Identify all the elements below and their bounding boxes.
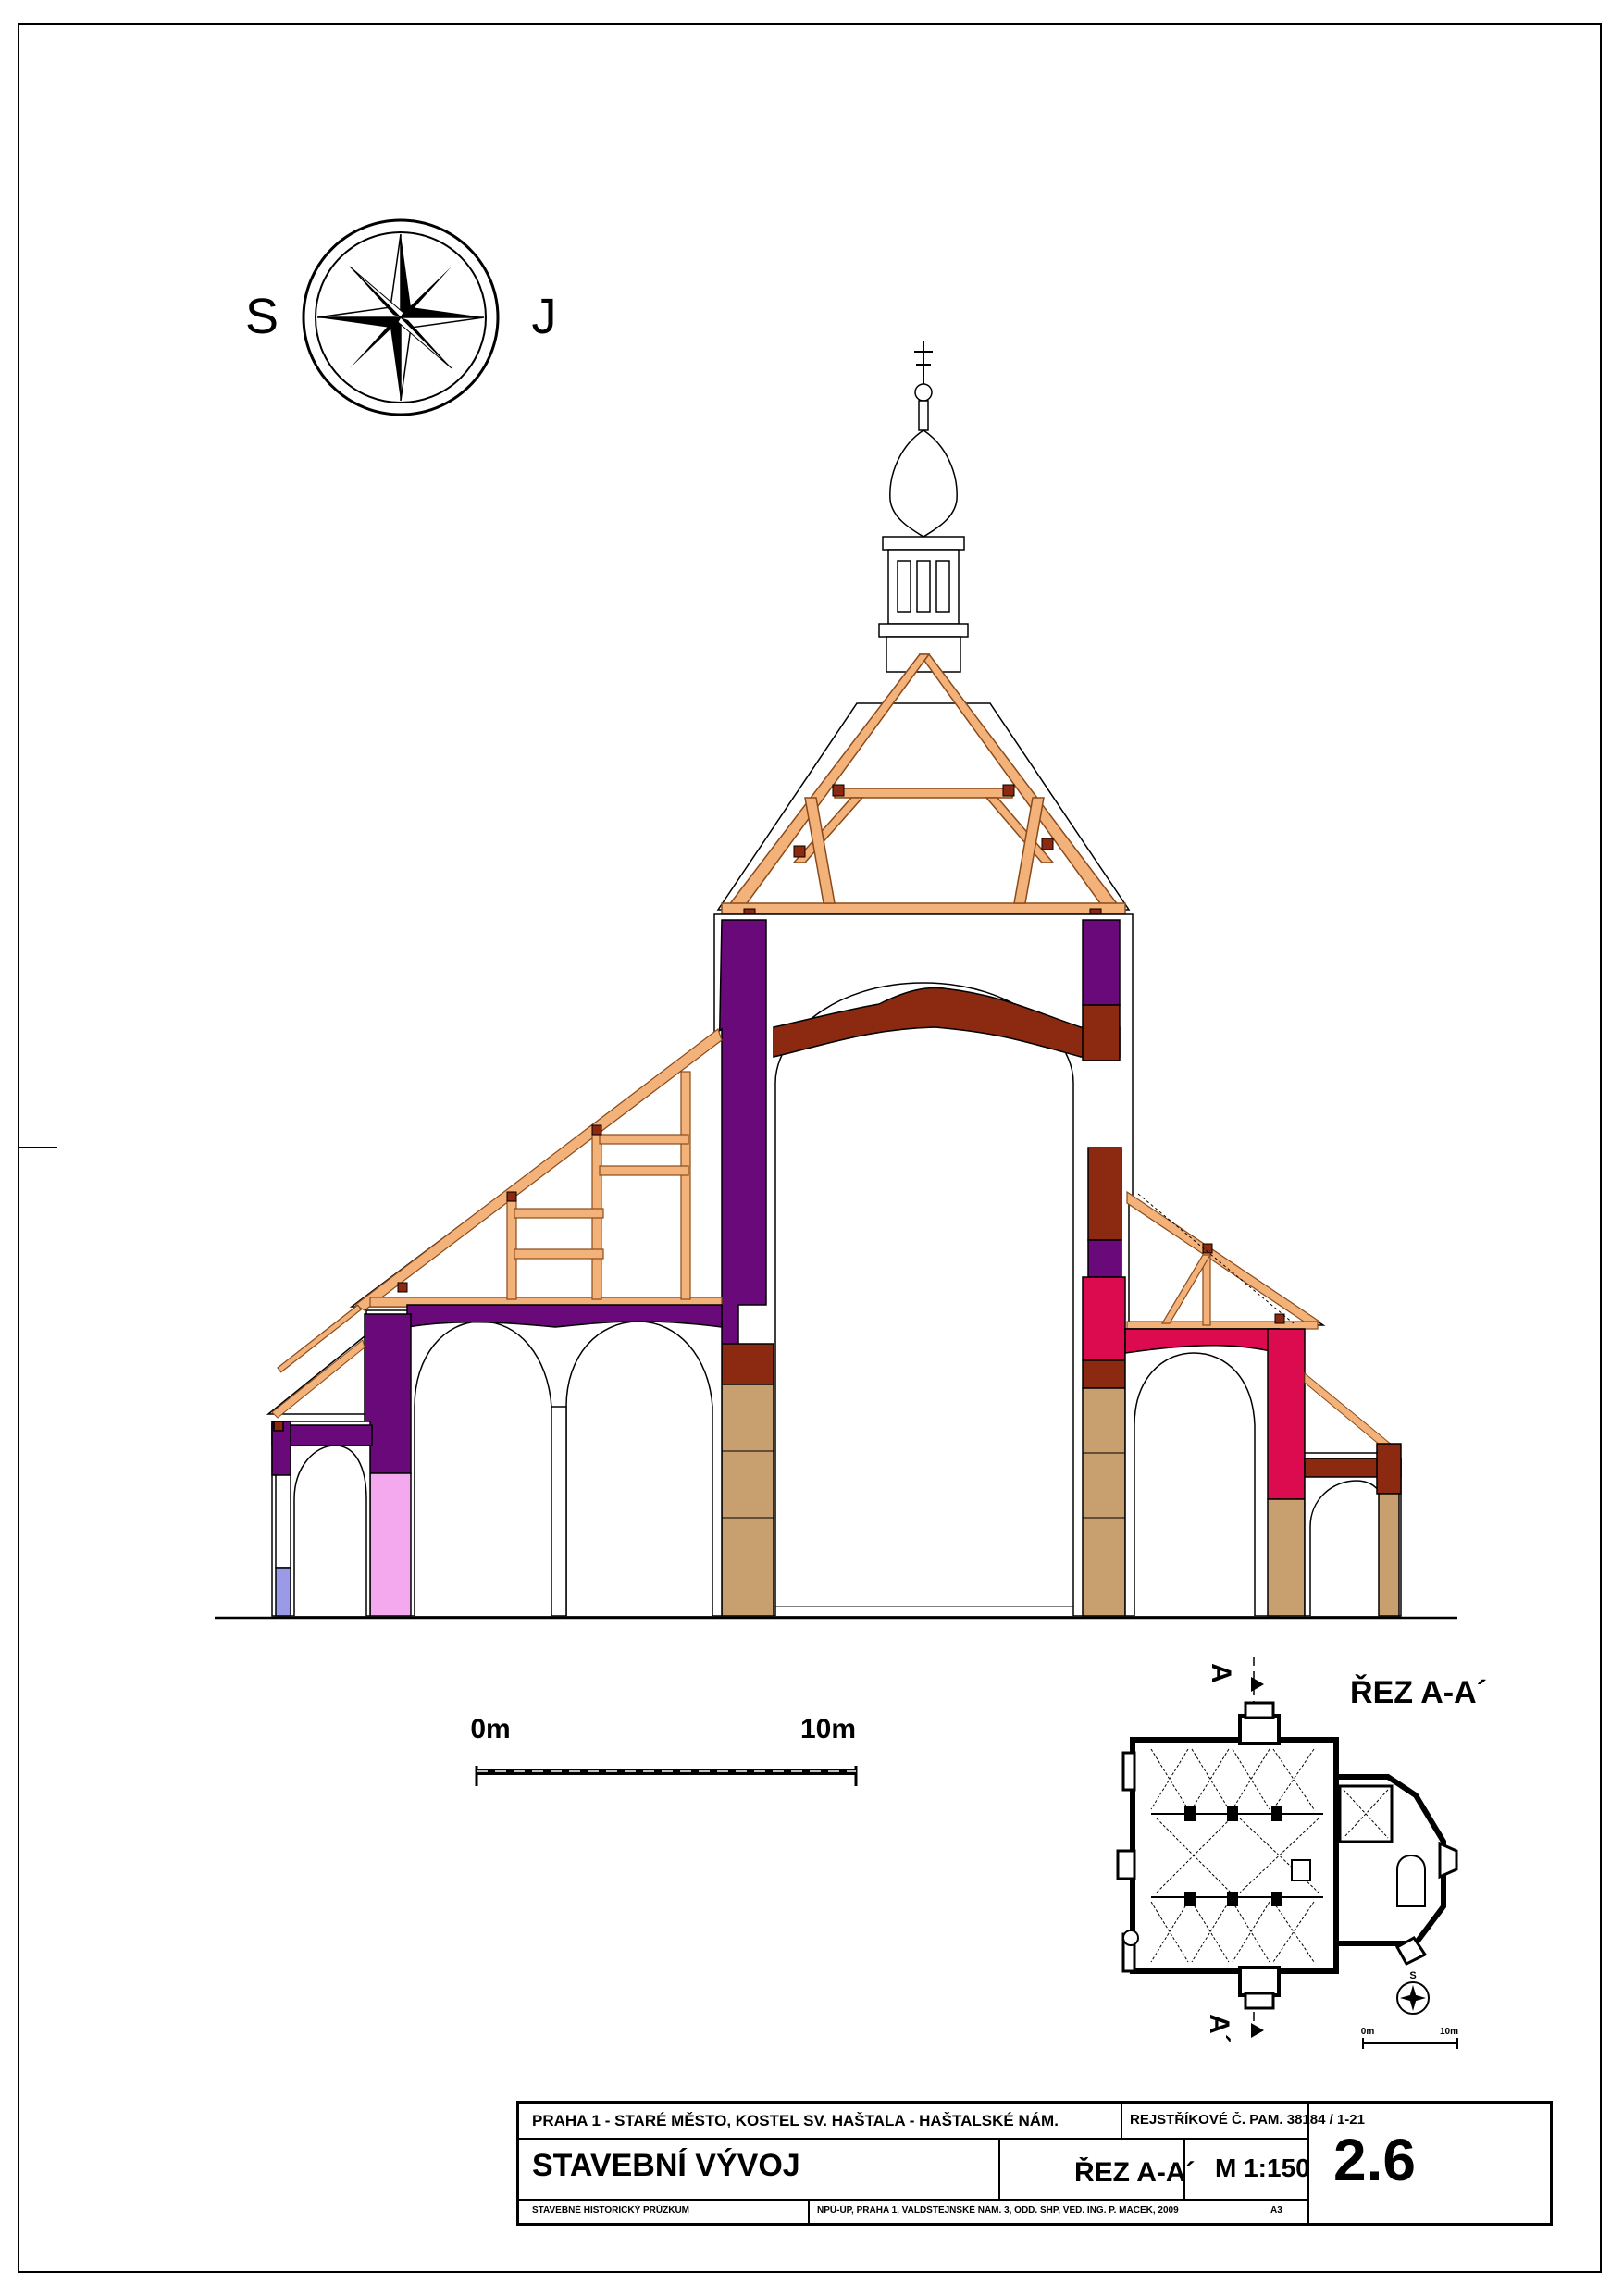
tb-author: NPÚ-ÚP, PRAHA 1, VALDŠTEJNSKÉ NÁM. 3, OD… (817, 2205, 1179, 2215)
tb-survey-type: STAVEBNĚ HISTORICKÝ PRŮZKUM (532, 2205, 690, 2215)
section-label: ŘEZ A-A´ (1350, 1675, 1487, 1710)
scale-end-label: 10m (800, 1714, 856, 1744)
nave-wall-right-top (1082, 919, 1121, 1006)
right-aisle-wall (1267, 1328, 1306, 1500)
main-roof-truss (721, 653, 1126, 915)
left-aisle-wall (364, 1313, 412, 1474)
tb-sheet-number: 2.6 (1333, 2127, 1416, 2193)
nave-arch (774, 982, 1074, 1616)
tb-drawing-title: STAVEBNÍ VÝVOJ (532, 2148, 800, 2183)
scale-start-label: 0m (470, 1714, 510, 1744)
compass-rose-icon (302, 218, 500, 416)
key-plan (1116, 1657, 1458, 2038)
key-plan-compass-icon (1396, 1981, 1430, 2015)
vault-beam (773, 987, 1121, 1058)
tb-section: ŘEZ A-A´ (1074, 2157, 1196, 2188)
plan-nave (1130, 1737, 1339, 1974)
key-plan-section-bottom: A´ (1204, 2014, 1234, 2043)
tb-paper-size: A3 (1270, 2205, 1282, 2215)
key-plan-scale-end: 10m (1440, 2027, 1458, 2037)
key-plan-section-top: A (1206, 1663, 1236, 1683)
compass-letter-right: J (532, 289, 557, 344)
key-plan-scale-start: 0m (1361, 2027, 1375, 2037)
key-plan-compass-letter: S (1409, 1970, 1416, 1981)
tb-rule-1 (519, 2138, 1307, 2140)
tb-registry: REJSTŘÍKOVÉ Č. PAM. 38184 / 1-21 (1130, 2112, 1365, 2128)
tb-rule-6 (1307, 2104, 1309, 2224)
tb-rule-4 (998, 2138, 1000, 2199)
nave-wall-left-base (721, 1384, 774, 1617)
tb-rule-2 (519, 2199, 1307, 2201)
tb-rule-5 (1183, 2138, 1185, 2199)
left-aisle-roof-truss (277, 1028, 723, 1373)
compass-letter-left: S (245, 289, 279, 344)
left-chapel-lilac (275, 1567, 291, 1617)
left-aisle-wall-pink (369, 1472, 412, 1617)
church-section-drawing (215, 341, 1457, 1620)
tb-rule-7 (808, 2199, 810, 2224)
main-roof-outline (716, 702, 1131, 911)
right-aisle-roof-truss (1126, 1190, 1321, 1330)
nave-wall-right-base (1082, 1387, 1126, 1617)
tb-scale: M 1:150 (1215, 2153, 1310, 2182)
scale-bar (475, 1766, 858, 1786)
tb-location: PRAHA 1 - STARÉ MĚSTO, KOSTEL SV. HAŠTAL… (532, 2112, 1059, 2129)
title-block: PRAHA 1 - STARÉ MĚSTO, KOSTEL SV. HAŠTAL… (516, 2101, 1553, 2226)
lantern-spire (878, 341, 969, 673)
key-plan-scale-bar (1362, 2038, 1458, 2049)
tb-rule-3 (1121, 2104, 1122, 2138)
nave-wall-right-crimson (1082, 1276, 1126, 1361)
